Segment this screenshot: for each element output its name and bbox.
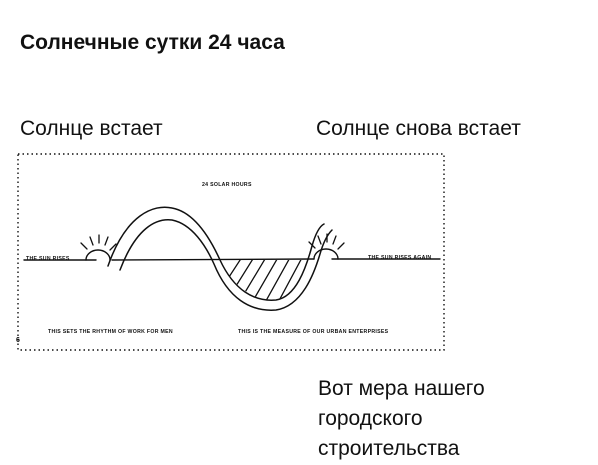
sun-path-wave — [107, 206, 333, 311]
night-hatching — [219, 260, 311, 301]
sketch-header: 24 SOLAR HOURS — [202, 182, 252, 188]
sun-rises-again-label: THE SUN RISES AGAIN — [368, 255, 431, 261]
rhythm-note: THIS SETS THE RHYTHM OF WORK FOR MEN — [48, 329, 173, 335]
solar-day-sketch: 24 SOLAR HOURS THE SUN RISES THE SUN RIS… — [16, 153, 445, 351]
sun-rises-again-caption: Солнце снова встает — [316, 117, 521, 140]
urban-measure-caption: Вот мера нашего городского строительства — [318, 374, 578, 464]
sketch-frame — [17, 153, 445, 351]
urban-measure-line-1: Вот мера нашего — [318, 377, 485, 400]
rising-sun-left — [80, 234, 117, 261]
sun-rises-label: THE SUN RISES — [26, 256, 70, 262]
measure-note: THIS IS THE MEASURE OF OUR URBAN ENTERPR… — [238, 329, 389, 335]
sun-rises-caption: Солнце встает — [20, 117, 163, 140]
urban-measure-line-2: городского — [318, 407, 423, 430]
margin-mark: 6 — [16, 337, 20, 344]
horizon-line — [23, 258, 441, 261]
urban-measure-line-3: строительства — [318, 437, 460, 460]
diagram-title: Солнечные сутки 24 часа — [20, 31, 285, 54]
